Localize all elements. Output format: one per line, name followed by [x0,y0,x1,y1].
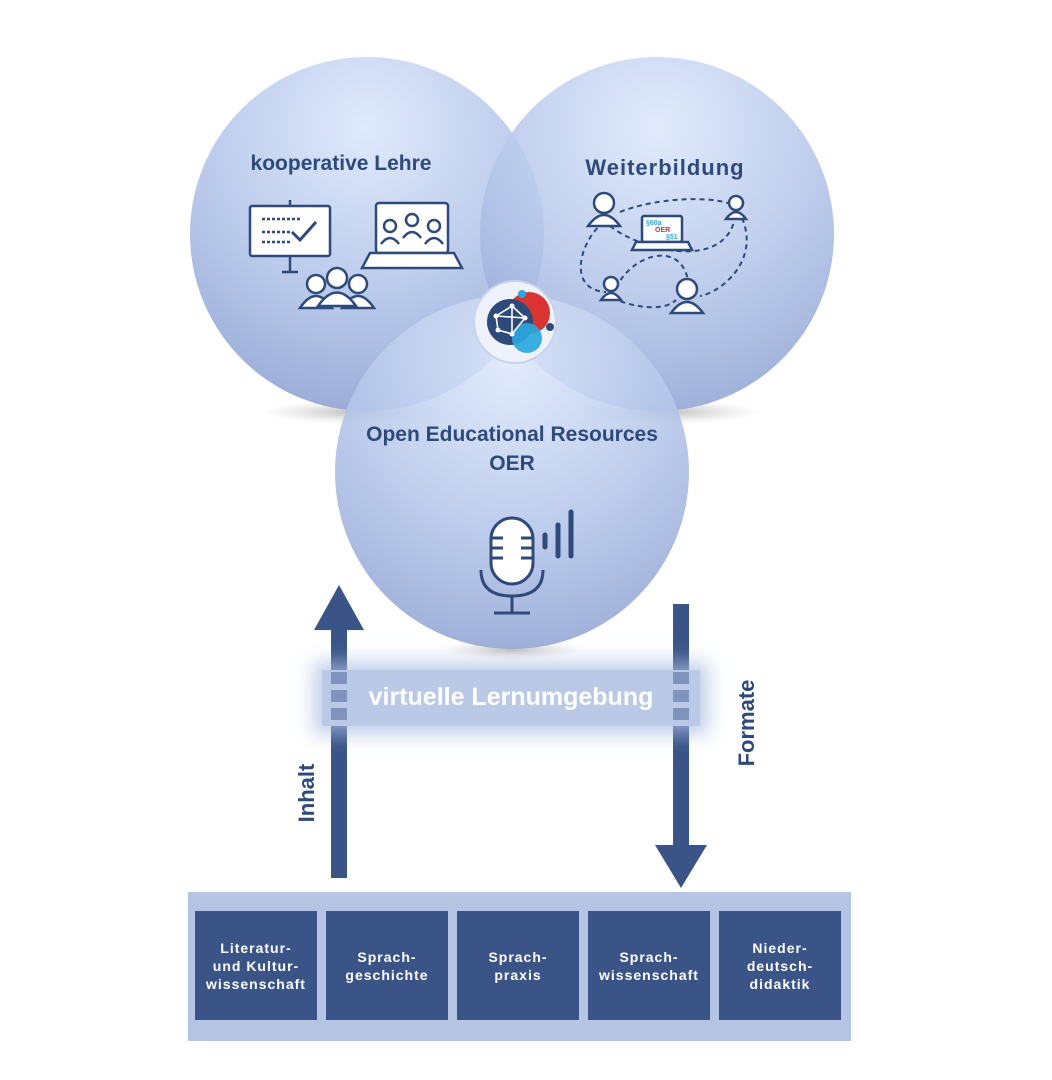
title-weiterbildung: Weiterbildung [585,155,745,180]
title-oer-line2: OER [489,452,535,475]
virtual-learning-label: virtuelle Lernumgebung [368,683,654,711]
discipline-sprachpraxis: Sprach- praxis [457,911,579,1020]
badge-top: §60a [646,220,662,227]
discipline-literatur-kultur: Literatur- und Kultur- wissenschaft [195,911,317,1020]
center-logo [473,280,557,364]
discipline-niederdeutschdidaktik: Nieder- deutsch- didaktik [719,911,841,1020]
circle-oer [335,295,689,649]
title-kooperative-lehre: kooperative Lehre [250,152,432,175]
title-oer-line1: Open Educational Resources [366,423,658,446]
discipline-sprachwissenschaft: Sprach- wissenschaft [588,911,710,1020]
virtual-learning-band [322,670,700,726]
arrow-label-inhalt: Inhalt [294,763,319,823]
presentation-board-icon [248,200,332,274]
video-call-laptop-icon [359,201,465,270]
people-group-icon [297,266,377,310]
laptop-badge: §60a OER §51 [646,220,678,241]
arrow-label-formate: Formate [734,679,759,767]
microphone-icon [479,509,574,615]
badge-bottom: §51 [666,234,678,241]
network-people-icon [579,191,749,315]
arrow-down [655,604,707,888]
badge-middle: OER [655,227,670,234]
discipline-sprachgeschichte: Sprach- geschichte [326,911,448,1020]
